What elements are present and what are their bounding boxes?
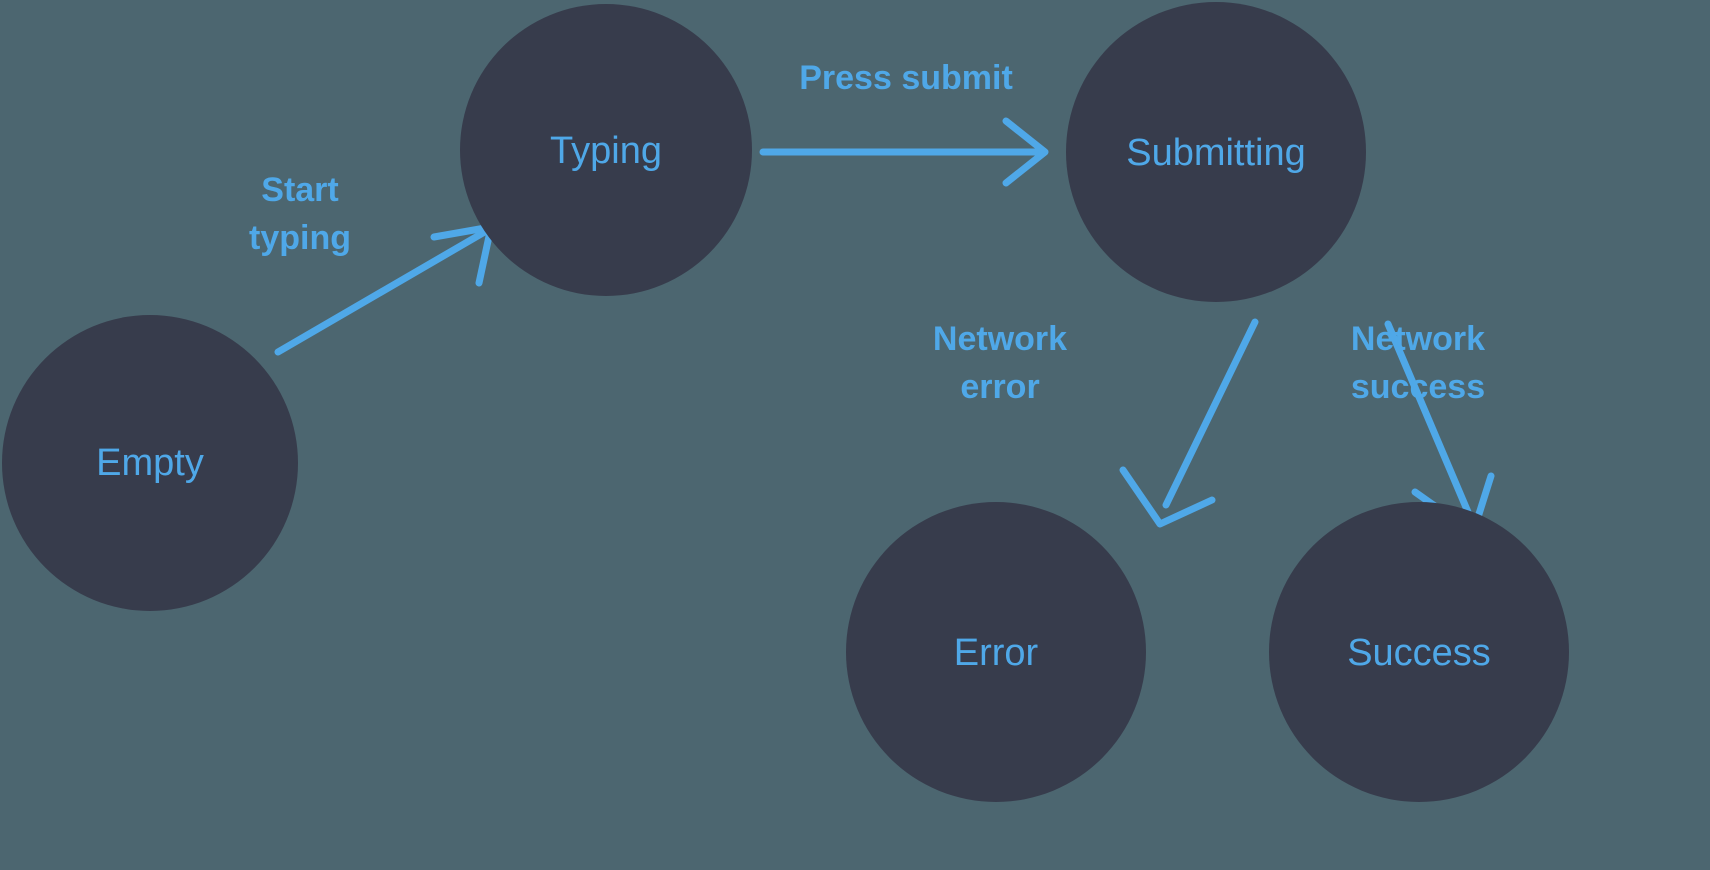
edge-line (274, 226, 492, 356)
edge-label-line: error (960, 368, 1039, 406)
edge-label-submitting-to-error: Network error (933, 320, 1067, 406)
edge-label-line: typing (249, 219, 351, 257)
edge-label-line: Network (1351, 320, 1485, 358)
edge-label-line: Network (933, 320, 1067, 358)
edge-line (1384, 320, 1472, 516)
node-circle (460, 4, 752, 296)
node-label-submitting: Submitting (1126, 132, 1306, 174)
edge-line (1162, 318, 1259, 509)
node-submitting[interactable]: Submitting (1066, 2, 1366, 302)
node-error[interactable]: Error (846, 502, 1146, 802)
node-label-empty: Empty (96, 442, 204, 484)
arrowhead-icon (1002, 117, 1049, 187)
edge-label-empty-to-typing: Start typing (249, 171, 351, 257)
arrowhead-icon (1119, 466, 1216, 528)
node-label-success: Success (1347, 632, 1491, 674)
edge-label-typing-to-submitting: Press submit (799, 59, 1013, 97)
node-empty[interactable]: Empty (2, 315, 298, 611)
node-success[interactable]: Success (1269, 502, 1569, 802)
node-circle (1066, 2, 1366, 302)
node-label-error: Error (954, 632, 1039, 674)
node-circle (2, 315, 298, 611)
edge-typing-to-submitting[interactable] (759, 117, 1049, 187)
edge-label-line: success (1351, 368, 1485, 406)
edge-label-line: Press submit (799, 59, 1013, 97)
edge-label-submitting-to-success: Network success (1351, 320, 1485, 406)
node-circle (1269, 502, 1569, 802)
edge-submitting-to-error[interactable] (1119, 318, 1259, 528)
node-typing[interactable]: Typing (460, 4, 752, 296)
node-label-typing: Typing (550, 130, 662, 172)
edge-label-line: Start (261, 171, 338, 209)
node-circle (846, 502, 1146, 802)
